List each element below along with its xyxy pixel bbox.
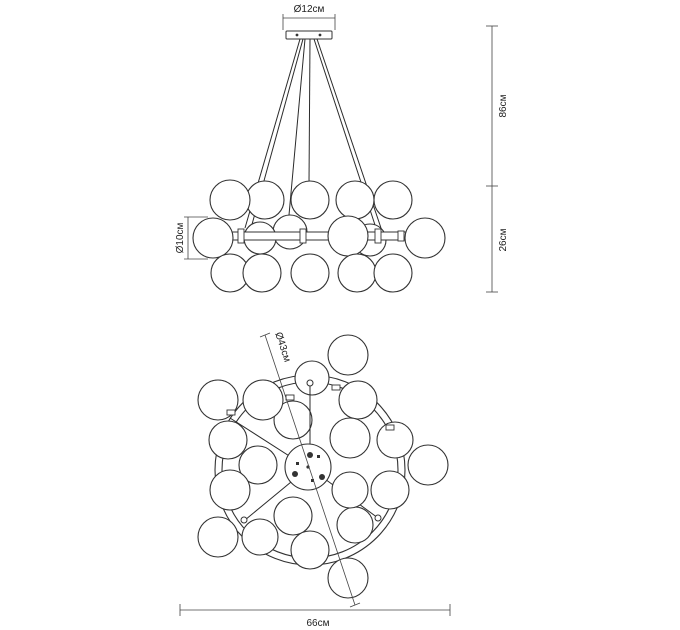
canopy (285, 30, 333, 40)
canopy-dimension: Ø12см (282, 4, 336, 30)
ring-diameter-label: Ø43см (272, 331, 292, 364)
side-globes-front (192, 179, 446, 293)
side-sockets (237, 228, 405, 244)
globe-dimension: Ø10см (175, 216, 208, 260)
canopy-diameter-label: Ø12см (294, 4, 325, 15)
side-ring (229, 231, 411, 241)
top-globes-front (197, 334, 449, 599)
width-dimension: 66см (179, 604, 451, 629)
suspension-rods (244, 38, 382, 229)
height-dimensions: 86см 26см (486, 25, 509, 293)
top-sockets (226, 379, 395, 524)
top-view: Ø43см 66см (179, 331, 451, 629)
globe-diameter-label: Ø10см (175, 222, 186, 253)
top-globes-back (208, 360, 414, 556)
suspension-height-label: 86см (498, 94, 509, 117)
side-view: Ø12см (175, 4, 509, 293)
overall-width-label: 66см (307, 618, 330, 629)
body-height-label: 26см (498, 228, 509, 251)
